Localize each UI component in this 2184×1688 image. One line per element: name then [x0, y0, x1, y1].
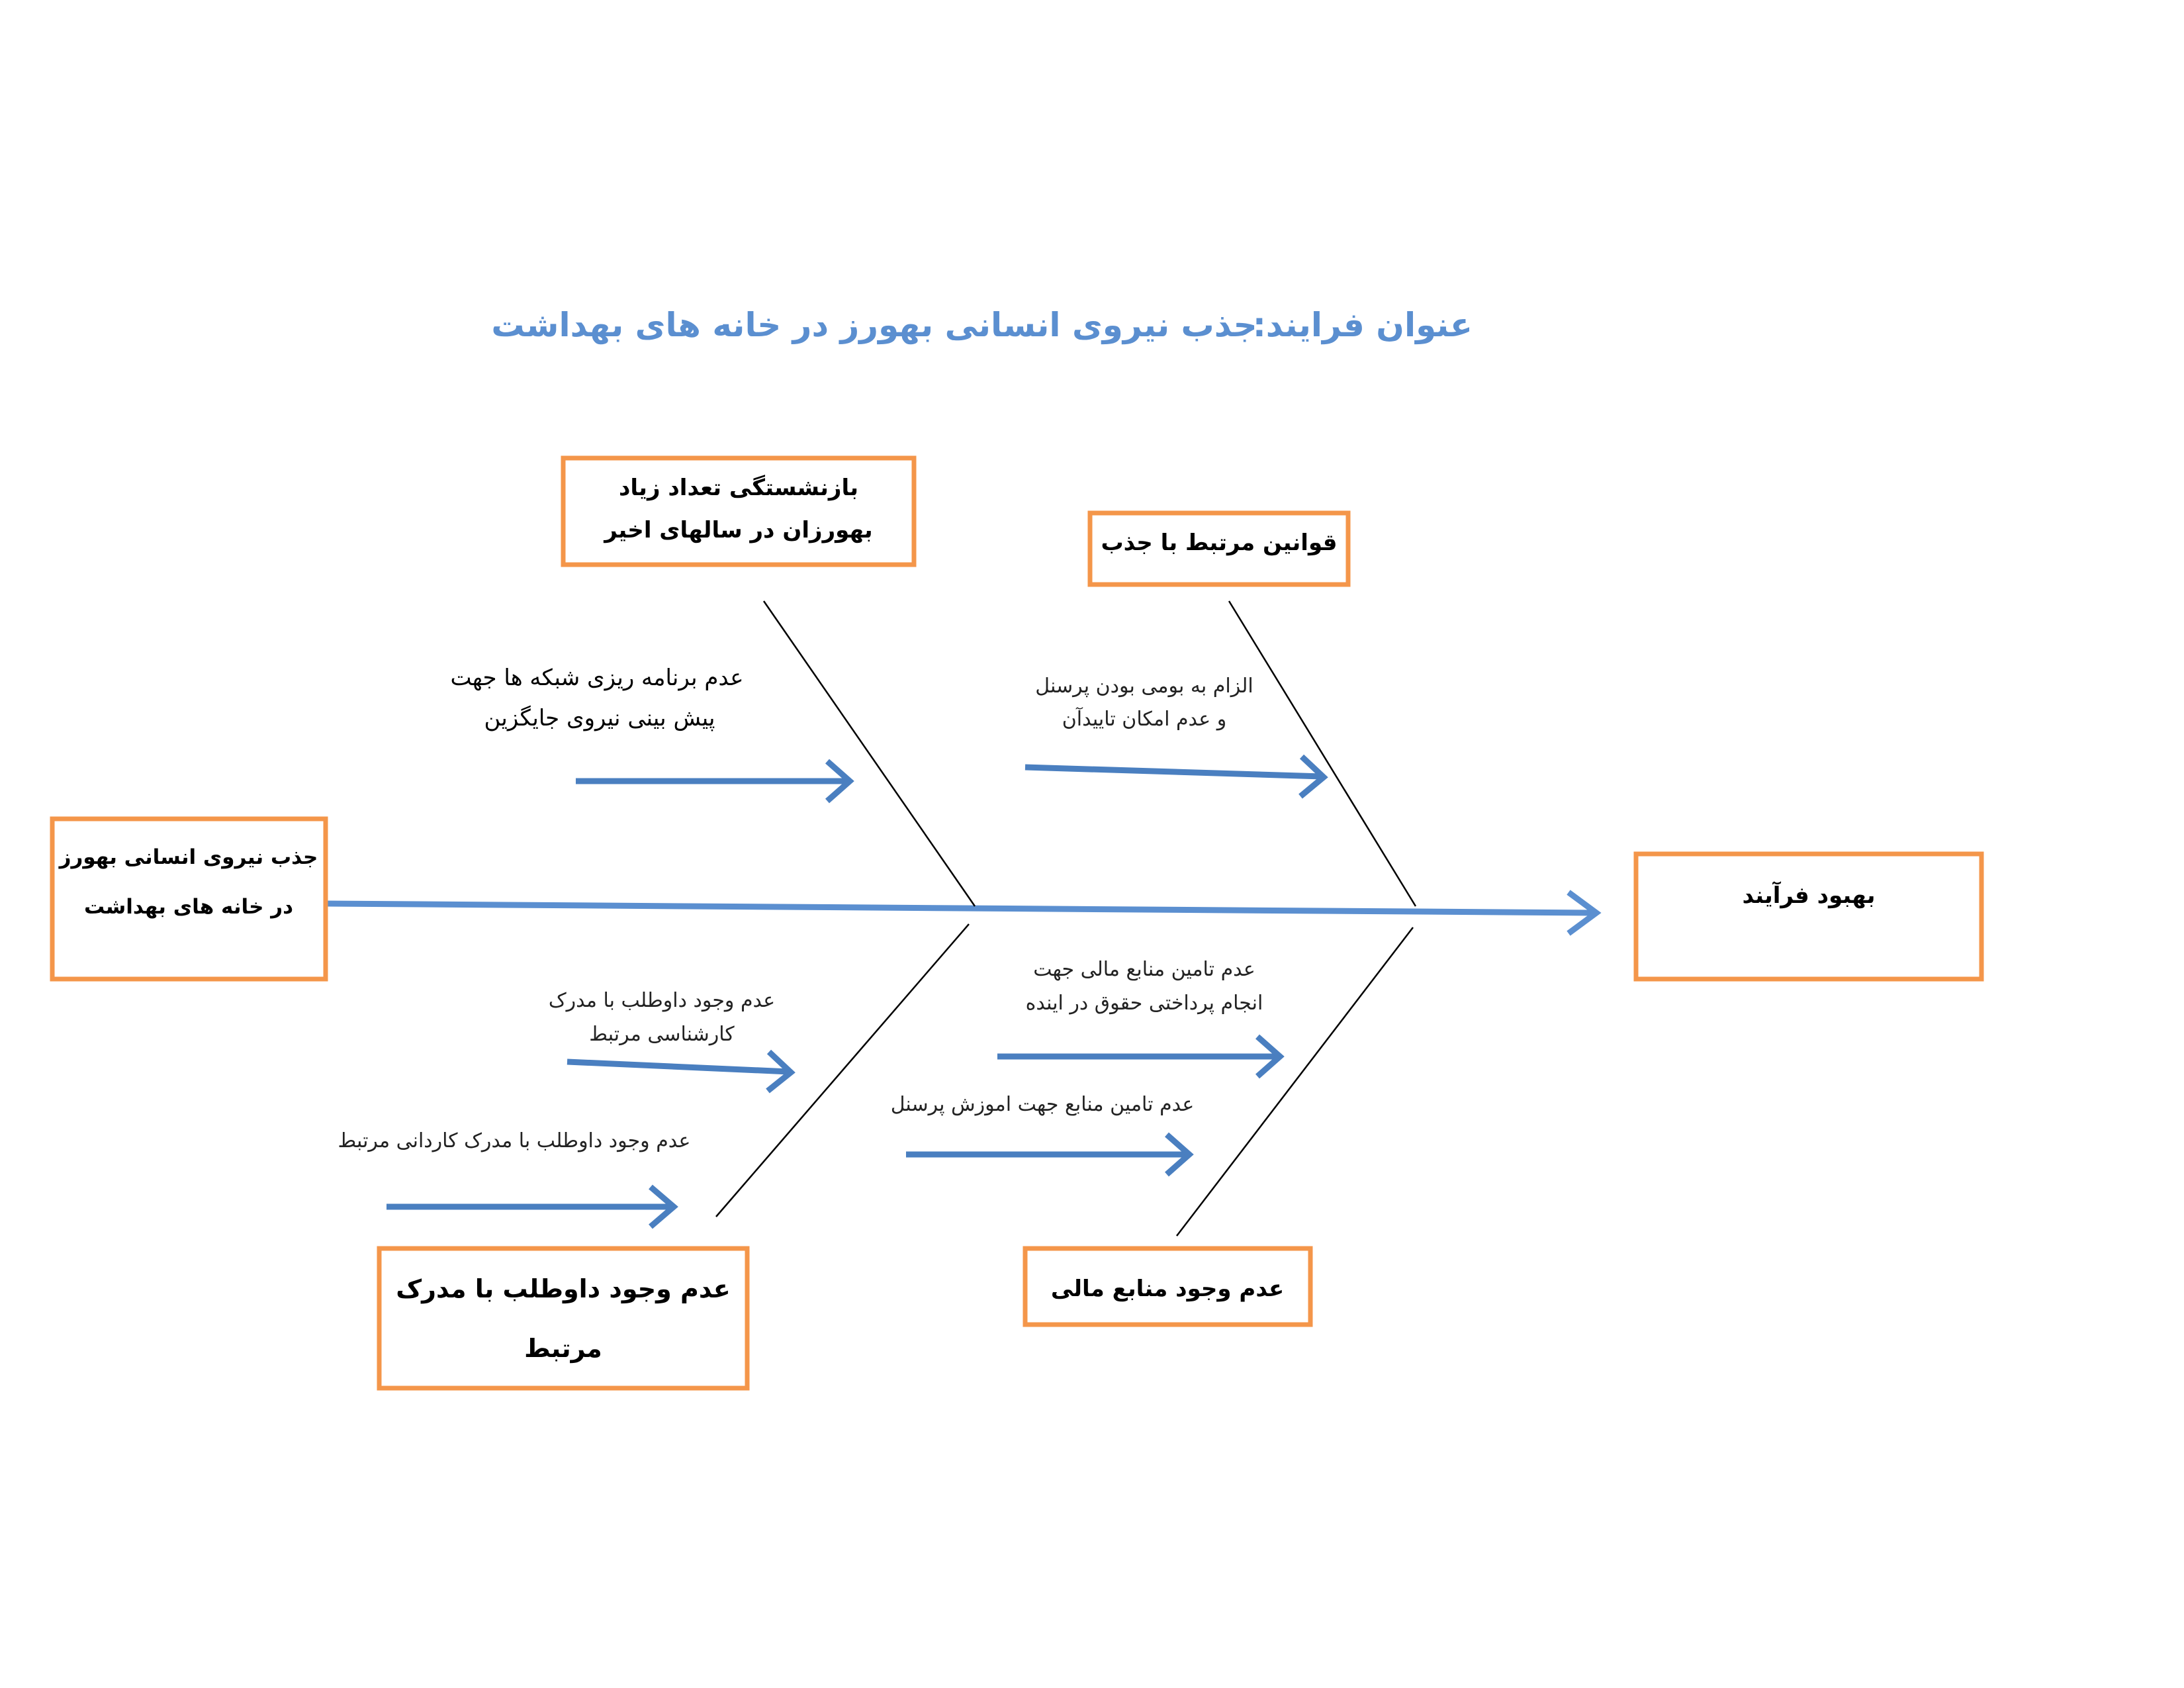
bone-financial [1176, 927, 1414, 1237]
category-line: قوانین مرتبط با جذب [1101, 530, 1337, 556]
category-box-financial: عدم وجود منابع مالی [1023, 1246, 1313, 1327]
problem-line: در خانه های بهداشت [84, 895, 293, 919]
cause-bachelor: کارشناسی مرتبط [589, 1023, 735, 1046]
category-line: بازنشستگی تعداد زیاد [619, 475, 858, 501]
cause-local-requirement: الزام به بومی بودن پرسنل [1035, 675, 1253, 698]
spine-arrowhead-icon [1567, 890, 1602, 936]
cause-arrow [906, 1132, 1194, 1177]
problem-line: جذب نیروی انسانی بهورز [58, 845, 318, 869]
cause-arrow [1024, 754, 1328, 799]
category-line: مرتبط [524, 1334, 602, 1363]
cause-bachelor: عدم وجود داوطلب با مدرک [549, 989, 775, 1012]
category-box-retirement: بازنشستگی تعداد زیاد بهورزان در سالهای ا… [561, 455, 917, 567]
spine [325, 900, 1596, 916]
bone-qualified-volunteers [715, 923, 970, 1217]
category-line: عدم وجود منابع مالی [1051, 1276, 1284, 1302]
cause-arrow [567, 1049, 796, 1094]
cause-salary-funding: عدم تامین منابع مالی جهت [1033, 958, 1255, 981]
title-label: عنوان فرایند: [1253, 306, 1473, 345]
bone-retirement [762, 600, 976, 907]
cause-network-planning: پیش بینی نیروی جایگزین [484, 705, 715, 731]
cause-training-funding: عدم تامین منابع جهت اموزش پرسنل [891, 1093, 1195, 1116]
category-line: بهورزان در سالهای اخیر [603, 517, 872, 543]
title-text: جذب نیروی انسانی بهورز در خانه های بهداش… [491, 306, 1257, 345]
cause-arrow [576, 759, 854, 804]
cause-network-planning: عدم برنامه ریزی شبکه ها جهت [450, 665, 743, 691]
category-line: عدم وجود داوطلب با مدرک [396, 1274, 731, 1304]
cause-salary-funding: انجام پرداختی حقوق در اینده [1026, 992, 1263, 1015]
cause-local-requirement: و عدم امکان تاییدآن [1062, 707, 1226, 731]
category-box-qualified-volunteers: عدم وجود داوطلب با مدرک مرتبط [377, 1246, 750, 1391]
cause-arrow [387, 1184, 678, 1229]
cause-arrow [997, 1034, 1285, 1079]
category-box-laws: قوانین مرتبط با جذب [1087, 510, 1351, 587]
cause-associate: عدم وجود داوطلب با مدرک کاردانی مرتبط [338, 1129, 691, 1152]
problem-box: جذب نیروی انسانی بهورز در خانه های بهداش… [50, 816, 328, 982]
bone-laws [1228, 600, 1417, 907]
effect-box: بهبود فرآیند [1633, 851, 1984, 982]
page-title: عنوان فرایند: جذب نیروی انسانی بهورز در … [491, 306, 1473, 345]
effect-text: بهبود فرآیند [1742, 881, 1875, 909]
